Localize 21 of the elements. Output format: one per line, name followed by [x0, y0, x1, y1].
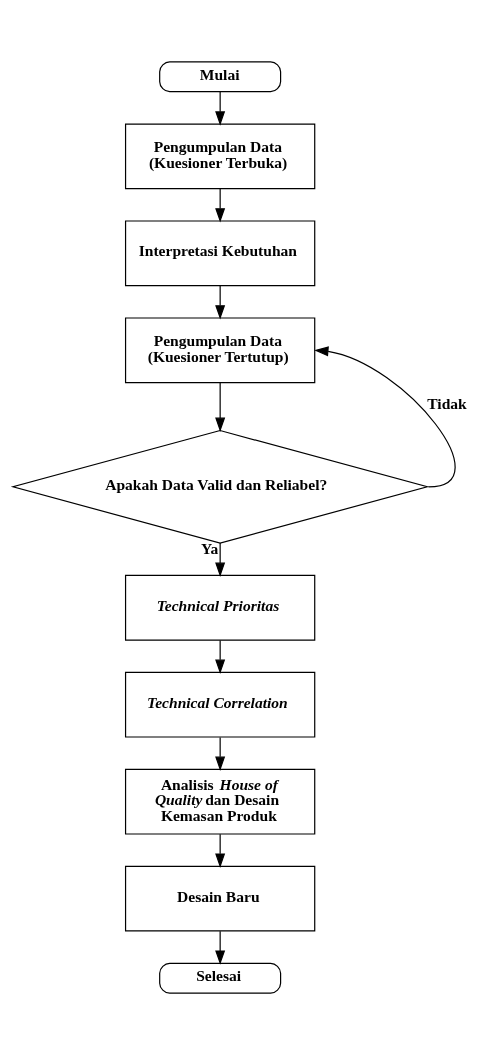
arrow	[215, 284, 226, 320]
node-box: Technical Correlation	[124, 671, 316, 738]
node-box: Technical Prioritas	[124, 574, 316, 641]
arrow	[314, 345, 456, 487]
node-box: Desain Baru	[124, 865, 316, 932]
node-box: Analisis House of Quality dan Desain Kemasan Produk	[124, 768, 316, 835]
node-box: Pengumpulan Data (Kuesioner Terbuka)	[124, 122, 316, 189]
node-box: Mulai	[159, 60, 282, 92]
arrow	[215, 736, 226, 771]
arrow	[215, 542, 226, 577]
arrow	[215, 187, 226, 223]
node-box: Selesai	[159, 962, 282, 994]
node-diamond: Apakah Data Valid dan Reliabel?	[10, 429, 430, 544]
edge-label: Tidak	[427, 394, 467, 412]
node-box: Pengumpulan Data (Kuesioner Tertutup)	[124, 316, 316, 383]
arrow	[215, 90, 226, 126]
arrow	[215, 833, 226, 868]
arrow	[215, 639, 226, 674]
arrow	[215, 381, 226, 432]
arrow	[215, 930, 226, 965]
node-box: Interpretasi Kebutuhan	[124, 219, 316, 286]
